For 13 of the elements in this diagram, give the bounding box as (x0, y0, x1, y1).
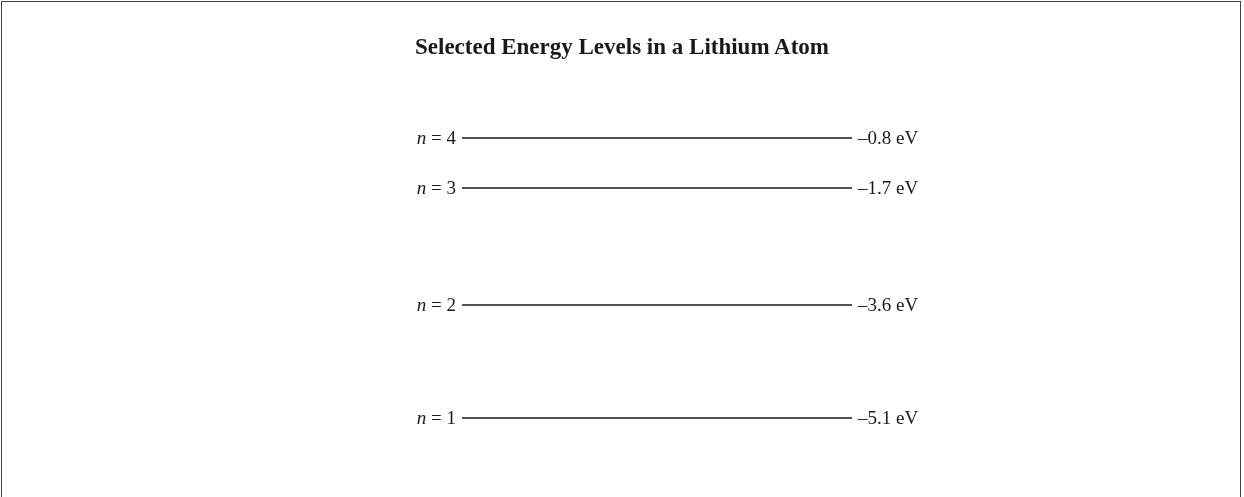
energy-level-line (461, 417, 853, 419)
diagram-title: Selected Energy Levels in a Lithium Atom (414, 34, 830, 60)
quantum-number-label: n = 1 (360, 404, 462, 432)
energy-value-label: –1.7 eV (852, 174, 962, 202)
quantum-number-label: n = 2 (360, 291, 462, 319)
energy-level-line (461, 187, 853, 189)
energy-level-line (461, 137, 853, 139)
quantum-number-label: n = 3 (360, 174, 462, 202)
energy-value-label: –0.8 eV (852, 124, 962, 152)
energy-level-line (461, 304, 853, 306)
energy-value-label: –3.6 eV (852, 291, 962, 319)
quantum-number-label: n = 4 (360, 124, 462, 152)
energy-value-label: –5.1 eV (852, 404, 962, 432)
